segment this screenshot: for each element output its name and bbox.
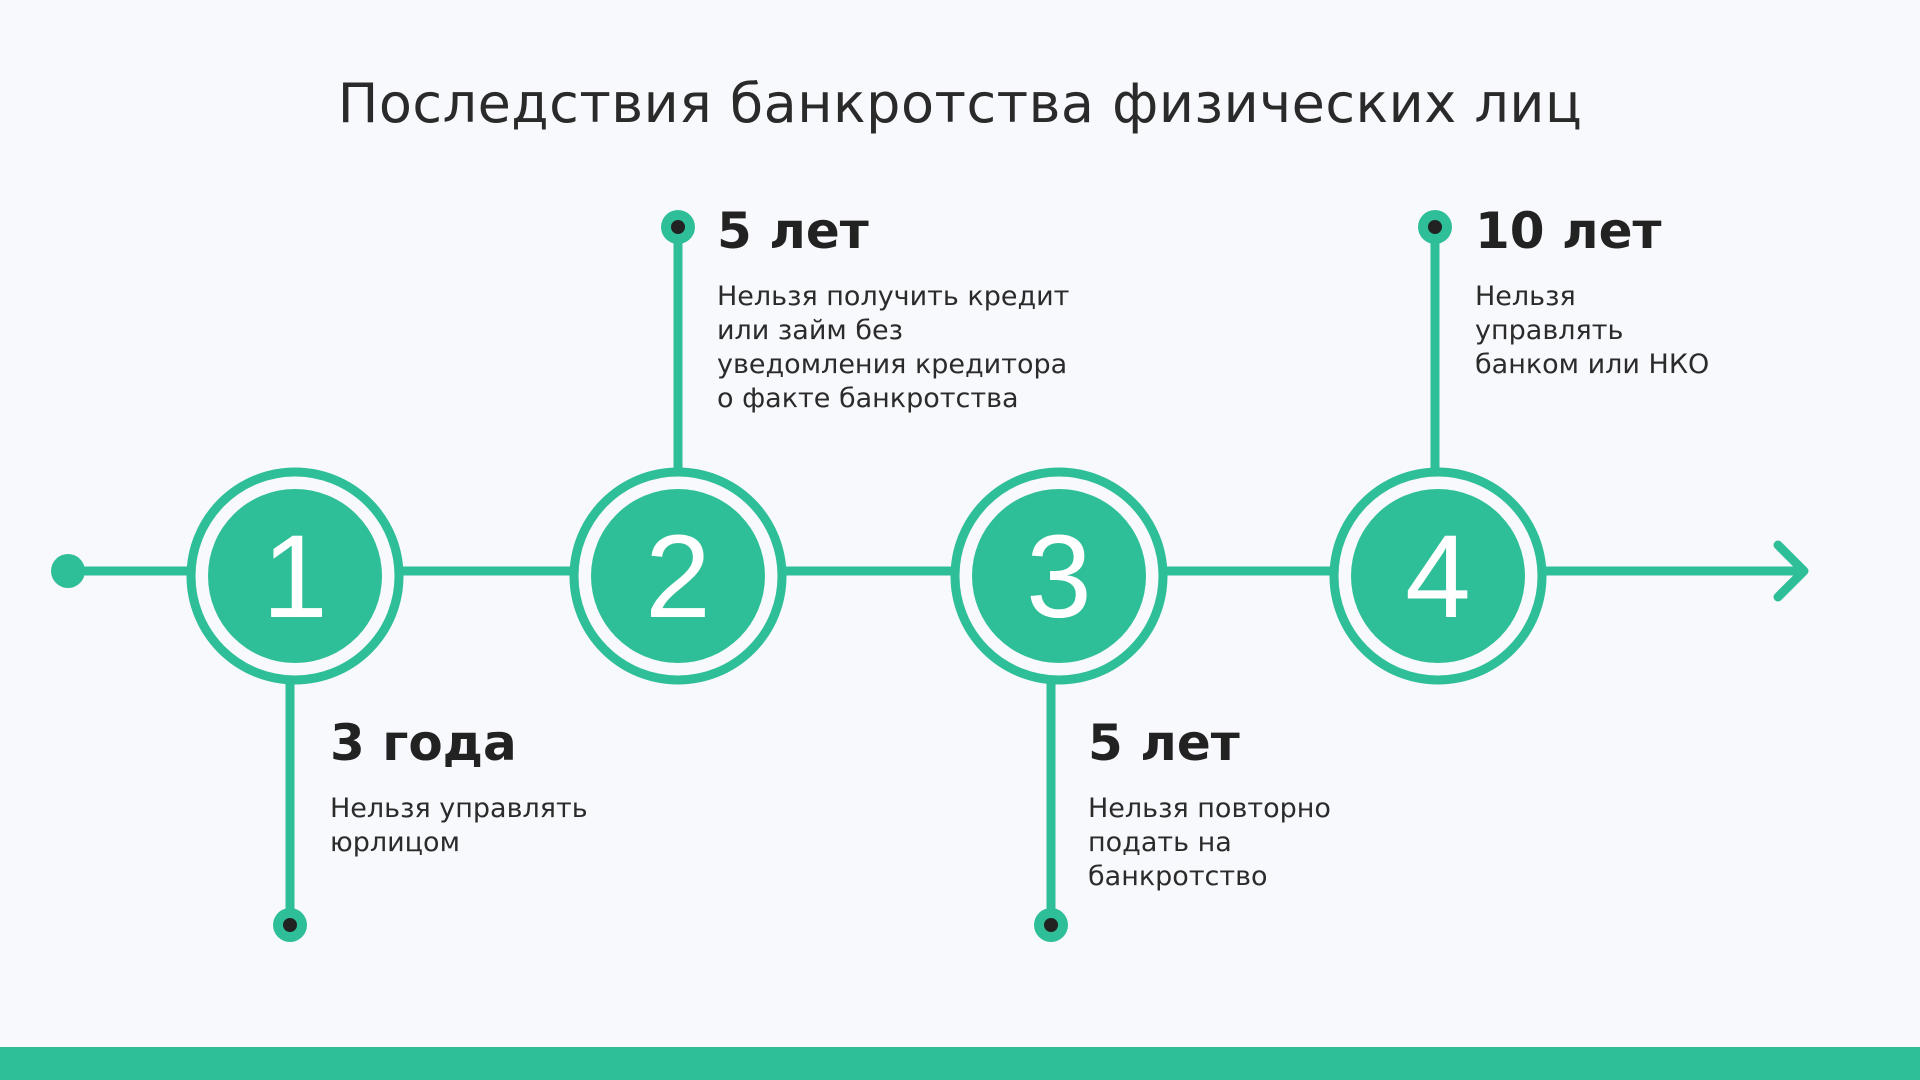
step-2-node: 2 bbox=[569, 210, 787, 685]
step-4-circle bbox=[1351, 489, 1525, 663]
step-2-label: 5 лет Нельзя получить кредит или займ бе… bbox=[717, 206, 1117, 416]
step-2-number: 2 bbox=[645, 511, 711, 643]
step-2-line: о факте банкротства bbox=[717, 383, 1019, 414]
arrow-head-icon bbox=[1773, 540, 1809, 602]
step-3-line: подать на bbox=[1088, 827, 1232, 858]
step-4-text: Нельзя управлять банком или НКО bbox=[1475, 280, 1805, 382]
step-3-circle bbox=[972, 489, 1146, 663]
step-1-text: Нельзя управлять юрлицом bbox=[330, 792, 660, 860]
step-4-node: 4 bbox=[1329, 210, 1547, 685]
step-3-text: Нельзя повторно подать на банкротство bbox=[1088, 792, 1418, 894]
bottom-accent-bar bbox=[0, 1047, 1920, 1080]
step-3-label: 5 лет Нельзя повторно подать на банкротс… bbox=[1088, 718, 1418, 894]
step-4-line: управлять bbox=[1475, 315, 1624, 346]
step-4-line: Нельзя bbox=[1475, 281, 1576, 312]
step-4-heading: 10 лет bbox=[1475, 202, 1662, 260]
step-1-label: 3 года Нельзя управлять юрлицом bbox=[330, 718, 660, 860]
step-4-number: 4 bbox=[1405, 511, 1471, 643]
step-3-line: банкротство bbox=[1088, 861, 1268, 892]
step-2-line: уведомления кредитора bbox=[717, 349, 1068, 380]
step-4-line: банком или НКО bbox=[1475, 349, 1710, 380]
step-2-line: Нельзя получить кредит bbox=[717, 281, 1070, 312]
step-2-text: Нельзя получить кредит или займ без увед… bbox=[717, 280, 1117, 416]
step-2-line: или займ без bbox=[717, 315, 903, 346]
step-4-label: 10 лет Нельзя управлять банком или НКО bbox=[1475, 206, 1805, 382]
step-1-heading: 3 года bbox=[330, 714, 517, 772]
step-1-line: юрлицом bbox=[330, 827, 460, 858]
step-1-node: 1 bbox=[186, 467, 404, 942]
step-1-number: 1 bbox=[262, 511, 328, 643]
step-2-heading: 5 лет bbox=[717, 202, 869, 260]
page-title: Последствия банкротства физических лиц bbox=[337, 72, 1583, 135]
step-3-number: 3 bbox=[1026, 511, 1092, 643]
step-3-node: 3 bbox=[950, 467, 1168, 942]
timeline-start-dot bbox=[51, 554, 85, 588]
step-3-heading: 5 лет bbox=[1088, 714, 1240, 772]
step-3-line: Нельзя повторно bbox=[1088, 793, 1331, 824]
step-1-circle bbox=[208, 489, 382, 663]
step-2-circle bbox=[591, 489, 765, 663]
step-1-line: Нельзя управлять bbox=[330, 793, 588, 824]
